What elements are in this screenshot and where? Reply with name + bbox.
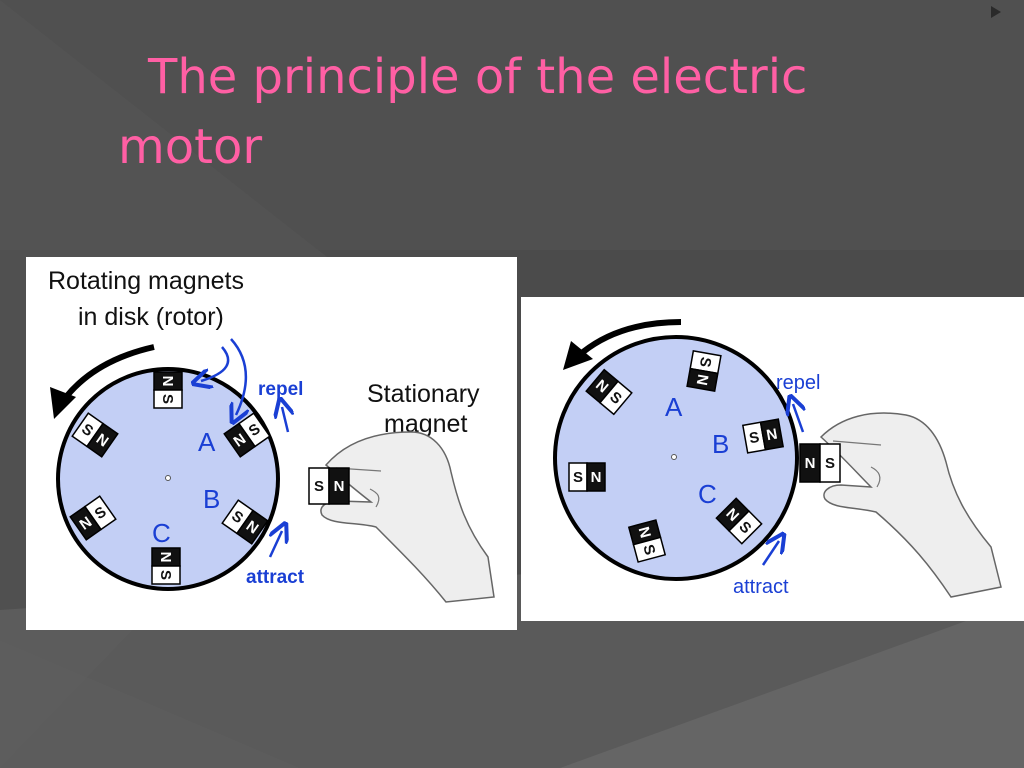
rotor-magnet: S N [686,349,722,393]
rotor-magnet: N S [153,371,183,409]
slide-title: The principle of the electric motor [118,42,978,182]
rotor-axle [165,475,171,481]
pole-n: N [157,552,174,563]
rotor-magnet-c: N S [715,497,763,545]
right-motor-diagram: A B C repel attract S N S N N S [521,297,1024,621]
pole-s: S [825,455,835,472]
repel-label: repel [258,379,303,400]
pole-s: S [159,394,176,404]
pole-s: S [573,469,583,486]
pole-n: N [805,455,816,472]
rotor-magnet: N S [69,495,117,541]
pole-n: N [765,426,779,445]
rotor-magnet: N S [585,368,633,416]
title-line-2: motor [118,119,263,175]
label-b: B [712,429,729,459]
hand-icon [320,431,495,603]
rotor-magnet-b: S N [221,499,269,545]
rotor-magnet-a: N S [223,412,271,458]
label-b: B [203,484,220,514]
hand-icon [819,412,1002,598]
rotor-magnet: N S [627,519,667,563]
rotor-caption-line2: in disk (rotor) [78,303,224,331]
pole-n: N [635,525,654,540]
label-a: A [198,427,216,457]
rotor-caption-line1: Rotating magnets [48,267,244,295]
curved-arrow-icon [50,344,155,419]
rotor-axle [671,454,677,460]
stationary-caption-line1: Stationary [367,380,480,408]
stationary-magnet: N S [799,443,841,483]
title-line-1: The principle of the electric [148,49,808,105]
attract-label: attract [246,567,305,588]
label-a: A [665,392,683,422]
rotor-magnet: S N [568,462,606,492]
pole-s: S [314,478,324,495]
left-motor-diagram: Rotating magnets in disk (rotor) Station… [26,257,517,630]
pole-n: N [591,469,602,486]
label-c: C [152,518,171,548]
stationary-magnet: S N [308,467,350,505]
rotor-magnet-b: S N [741,418,785,454]
pole-s: S [748,429,761,447]
pole-s: S [696,356,714,369]
curved-arrow-icon [563,319,682,370]
rotor-magnet-c: N S [151,547,181,585]
pole-s: S [639,543,658,557]
pole-n: N [334,478,345,495]
pole-s: S [157,570,174,580]
pole-n: N [159,376,176,387]
rotor-magnet: S N [71,412,119,458]
label-c: C [698,479,717,509]
pole-n: N [693,373,712,387]
triangle-bullet-icon [991,6,1001,18]
repel-label: repel [776,372,820,394]
attract-label: attract [733,576,789,598]
